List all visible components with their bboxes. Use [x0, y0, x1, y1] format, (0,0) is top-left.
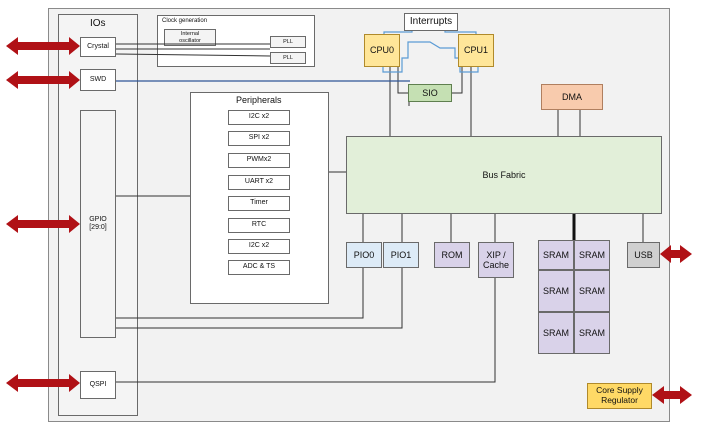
pio1-block: PIO1	[383, 242, 419, 268]
peripheral-label: I2C x2	[248, 113, 270, 121]
peripheral-i2c-b: I2C x2	[228, 239, 290, 254]
sram-bank-5: SRAM	[574, 312, 610, 354]
pll-1: PLL	[270, 36, 306, 48]
sram-bank-0: SRAM	[538, 240, 574, 270]
peripheral-timer: Timer	[228, 196, 290, 211]
qspi-label: QSPI	[89, 380, 107, 388]
sram-label: SRAM	[578, 327, 605, 338]
qspi-pad: QSPI	[80, 371, 116, 399]
peripheral-i2c-a: I2C x2	[228, 110, 290, 125]
pio1-label: PIO1	[390, 249, 412, 260]
cpu1-block: CPU1	[458, 34, 494, 67]
interrupts-block: Interrupts	[404, 13, 458, 31]
rom-label: ROM	[441, 249, 463, 260]
xip-cache-block: XIP / Cache	[478, 242, 514, 278]
sram-label: SRAM	[578, 249, 605, 260]
core-supply-regulator: Core Supply Regulator	[587, 383, 652, 409]
sram-label: SRAM	[542, 327, 569, 338]
usb-block: USB	[627, 242, 660, 268]
sram-label: SRAM	[578, 285, 605, 296]
sram-label: SRAM	[542, 285, 569, 296]
peripheral-label: I2C x2	[248, 242, 270, 250]
usb-label: USB	[634, 249, 653, 260]
sram-bank-4: SRAM	[538, 312, 574, 354]
interrupts-label: Interrupts	[409, 16, 453, 28]
clock-title: Clock generation	[162, 18, 208, 24]
internal-oscillator: Internal oscillator	[164, 29, 216, 46]
pio0-block: PIO0	[346, 242, 382, 268]
swd-label: SWD	[89, 75, 107, 83]
cpu0-block: CPU0	[364, 34, 400, 67]
crystal-pad: Crystal	[80, 37, 116, 57]
dma-block: DMA	[541, 84, 603, 110]
peripheral-label: RTC	[251, 221, 267, 229]
peripheral-uart: UART x2	[228, 175, 290, 190]
peripheral-label: ADC & TS	[242, 263, 276, 271]
oscillator-label: Internal oscillator	[179, 31, 201, 44]
peripheral-spi: SPI x2	[228, 131, 290, 146]
sram-bank-1: SRAM	[574, 240, 610, 270]
sram-label: SRAM	[542, 249, 569, 260]
gpio-pad: GPIO [29:0]	[80, 110, 116, 338]
regulator-label: Core Supply Regulator	[596, 385, 643, 405]
sram-bank-2: SRAM	[538, 270, 574, 312]
peripheral-label: SPI x2	[248, 134, 270, 142]
swd-pad: SWD	[80, 69, 116, 91]
ios-title: IOs	[90, 18, 106, 29]
peripheral-rtc: RTC	[228, 218, 290, 233]
bus-fabric: Bus Fabric	[346, 136, 662, 214]
sram-bank-3: SRAM	[574, 270, 610, 312]
peripheral-adc: ADC & TS	[228, 260, 290, 275]
dma-label: DMA	[562, 91, 582, 102]
rom-block: ROM	[434, 242, 470, 268]
cpu0-label: CPU0	[369, 45, 394, 56]
peripheral-label: PWMx2	[246, 156, 272, 164]
gpio-label: GPIO [29:0]	[89, 215, 107, 231]
peripherals-title: Peripherals	[236, 95, 282, 105]
sio-block: SIO	[408, 84, 452, 102]
pll-2: PLL	[270, 52, 306, 64]
peripheral-pwm: PWMx2	[228, 153, 290, 168]
cpu1-label: CPU1	[463, 45, 488, 56]
peripheral-label: UART x2	[244, 178, 274, 186]
pll-2-label: PLL	[283, 54, 293, 61]
xip-cache-label: XIP / Cache	[482, 249, 509, 270]
crystal-label: Crystal	[87, 42, 109, 50]
pio0-label: PIO0	[353, 249, 375, 260]
pll-1-label: PLL	[283, 38, 293, 45]
bus-fabric-label: Bus Fabric	[482, 169, 526, 180]
sio-label: SIO	[422, 87, 438, 98]
peripheral-label: Timer	[250, 199, 268, 207]
